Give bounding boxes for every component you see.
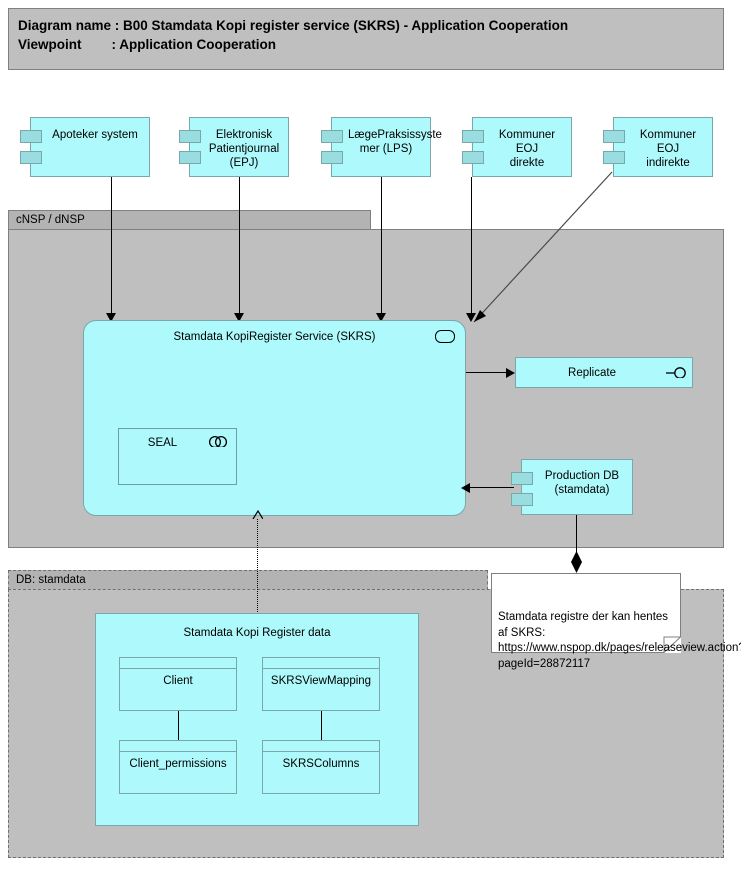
component-tab-upper (511, 472, 533, 485)
component-label: Kommuner EOJ direkte (498, 129, 556, 169)
component-tab-lower (20, 151, 42, 164)
application-collaboration-label: SEAL (147, 437, 178, 449)
note-shape (491, 573, 681, 653)
connector-note-composition-diamond (571, 551, 582, 573)
data-object-client[interactable]: Client (119, 657, 237, 711)
connector-productiondb-arrowhead (461, 483, 470, 493)
connector-kommuner-direkte-arrowhead (466, 313, 476, 322)
data-object-skrscolumns[interactable]: SKRSColumns (262, 740, 380, 794)
data-object-label: SKRSViewMapping (270, 675, 372, 687)
connector-lps-arrowhead (376, 313, 386, 322)
data-object-label: Client (163, 675, 193, 687)
connector-apoteker-to-skrs (111, 177, 112, 317)
application-interface-label: Replicate (568, 367, 616, 379)
connector-productiondb-to-skrs (470, 487, 514, 488)
component-label: Elektronisk Patientjournal (EPJ) (208, 129, 280, 169)
component-tab-upper (321, 130, 343, 143)
connector-apoteker-arrowhead (106, 313, 116, 322)
connector-data-to-skrs-arrowhead (252, 510, 263, 519)
component-label: Apoteker system (52, 129, 138, 141)
application-service-skrs[interactable]: Stamdata KopiRegister Service (SKRS) (83, 320, 466, 516)
connector-kommuner-direkte-to-skrs (471, 177, 472, 317)
component-tab-lower (511, 493, 533, 506)
group-cnsp-dnsp-header: cNSP / dNSP (8, 210, 371, 230)
component-apoteker-system[interactable]: Apoteker system (20, 117, 150, 177)
application-interface-icon (666, 367, 686, 378)
data-object-label: SKRSColumns (282, 758, 360, 770)
component-tab-upper (462, 130, 484, 143)
data-object-header (263, 741, 379, 752)
connector-lps-to-skrs (381, 177, 382, 317)
component-laegepraksissystemer-lps[interactable]: LægePraksissyste mer (LPS) (321, 117, 442, 177)
application-service-label: Stamdata KopiRegister Service (SKRS) (173, 331, 376, 343)
data-group-stamdata-kopi-register[interactable]: Stamdata Kopi Register data Client SKRSV… (95, 613, 419, 826)
component-tab-lower (462, 151, 484, 164)
connector-data-to-skrs (257, 519, 258, 616)
data-object-skrsviewmapping[interactable]: SKRSViewMapping (262, 657, 380, 711)
component-tab-lower (603, 151, 625, 164)
component-elektronisk-patientjournal[interactable]: Elektronisk Patientjournal (EPJ) (179, 117, 289, 177)
application-collaboration-seal[interactable]: SEAL (118, 428, 237, 485)
diagram-title-banner: Diagram name : B00 Stamdata Kopi registe… (8, 8, 724, 70)
diagram-name-line: Diagram name : B00 Stamdata Kopi registe… (18, 18, 569, 33)
component-production-db-stamdata[interactable]: Production DB (stamdata) (511, 459, 633, 515)
component-label: LægePraksissyste mer (LPS) (348, 129, 442, 155)
application-interface-replicate[interactable]: Replicate (515, 357, 693, 388)
note-skrs-registers: Stamdata registre der kan hentes af SKRS… (491, 573, 741, 670)
component-tab-lower (179, 151, 201, 164)
component-tab-lower (321, 151, 343, 164)
data-object-header (120, 658, 236, 669)
connector-epj-arrowhead (234, 313, 244, 322)
data-group-label: Stamdata Kopi Register data (183, 627, 331, 639)
connector-skrs-to-replicate-arrowhead (506, 368, 515, 378)
note-text: Stamdata registre der kan hentes af SKRS… (498, 611, 741, 670)
connector-client-to-permissions (178, 711, 179, 740)
connector-productiondb-to-note (576, 515, 577, 561)
component-kommuner-eoj-direkte[interactable]: Kommuner EOJ direkte (462, 117, 572, 177)
data-object-header (263, 658, 379, 669)
data-object-header (120, 741, 236, 752)
component-tab-upper (179, 130, 201, 143)
component-label: Production DB (stamdata) (544, 470, 620, 496)
component-label: Kommuner EOJ indirekte (639, 129, 697, 169)
group-db-stamdata-header: DB: stamdata (8, 570, 488, 590)
connector-skrs-to-replicate (466, 372, 508, 373)
application-service-icon (435, 330, 455, 343)
application-collaboration-icon (208, 435, 228, 447)
data-object-label: Client_permissions (129, 758, 227, 770)
connector-epj-to-skrs (239, 177, 240, 317)
connector-viewmapping-to-columns (321, 711, 322, 740)
component-kommuner-eoj-indirekte[interactable]: Kommuner EOJ indirekte (603, 117, 713, 177)
component-tab-upper (603, 130, 625, 143)
component-tab-upper (20, 130, 42, 143)
data-object-client-permissions[interactable]: Client_permissions (119, 740, 237, 794)
viewpoint-line: Viewpoint : Application Cooperation (18, 37, 277, 52)
